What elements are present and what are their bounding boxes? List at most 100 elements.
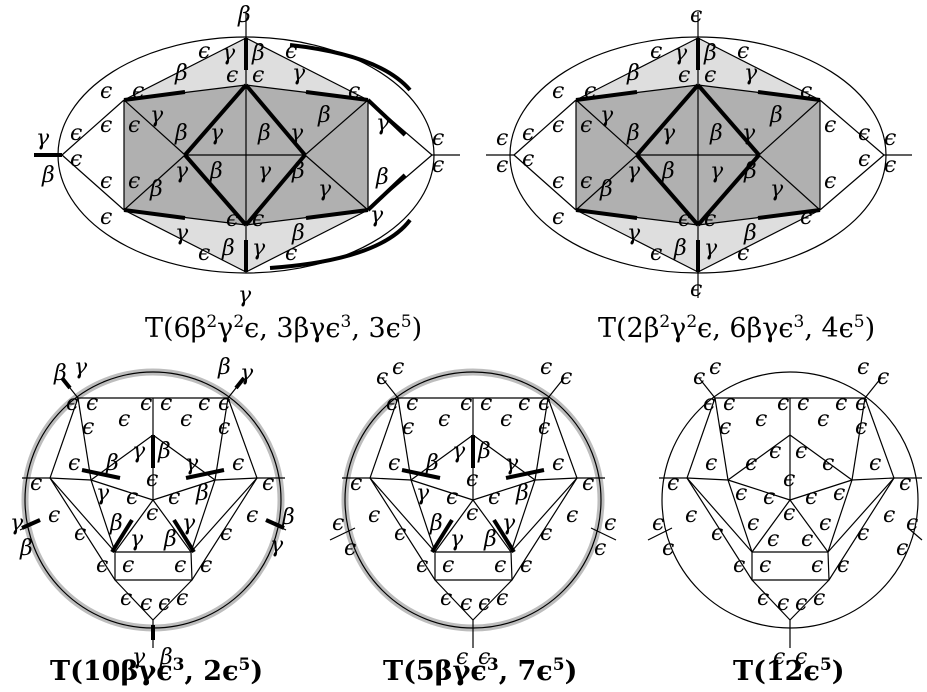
svg-text:ϵ: ϵ [704, 63, 716, 88]
svg-text:ϵ: ϵ [480, 391, 492, 416]
svg-text:ϵ: ϵ [128, 169, 140, 194]
caption-bottom-left: T(10βγϵ3, 2ϵ5) [50, 655, 263, 687]
svg-text:β: β [105, 451, 119, 476]
svg-text:ϵ: ϵ [478, 591, 490, 616]
thick-edges [34, 38, 412, 272]
svg-text:ϵ: ϵ [198, 241, 210, 266]
svg-text:ϵ: ϵ [226, 207, 238, 232]
caption-top-right: T(2β2γ2ϵ, 6βγϵ3, 4ϵ5) [598, 312, 875, 344]
svg-text:ϵ: ϵ [580, 113, 592, 138]
svg-text:ϵ: ϵ [432, 126, 444, 151]
svg-text:ϵ: ϵ [723, 391, 735, 416]
svg-text:ϵ: ϵ [795, 439, 807, 464]
svg-text:ϵ: ϵ [824, 169, 836, 194]
svg-text:ϵ: ϵ [560, 365, 572, 390]
svg-text:β: β [157, 439, 171, 464]
svg-text:ϵ: ϵ [582, 471, 594, 496]
thick-edges [575, 38, 821, 272]
svg-text:ϵ: ϵ [128, 113, 140, 138]
svg-text:ϵ: ϵ [604, 511, 616, 536]
svg-text:ϵ: ϵ [783, 501, 795, 526]
svg-text:γ: γ [627, 159, 641, 184]
svg-text:ϵ: ϵ [703, 391, 715, 416]
svg-text:ϵ: ϵ [68, 451, 80, 476]
svg-text:ϵ: ϵ [82, 415, 94, 440]
svg-text:γ: γ [450, 527, 464, 552]
svg-text:ϵ: ϵ [552, 169, 564, 194]
tiling-bottom-left: β γ β γ γ β β γ γ β γ β β γ γ β β γ β γ … [10, 355, 295, 670]
svg-text:ϵ: ϵ [745, 451, 757, 476]
svg-text:ϵ: ϵ [737, 39, 749, 64]
svg-text:ϵ: ϵ [709, 355, 721, 380]
svg-text:ϵ: ϵ [500, 407, 512, 432]
caption-top-left: T(6β2γ2ϵ, 3βγϵ3, 3ϵ5) [145, 312, 422, 344]
svg-text:ϵ: ϵ [737, 241, 749, 266]
svg-text:ϵ: ϵ [442, 553, 454, 578]
thick-edges [401, 435, 545, 554]
svg-text:ϵ: ϵ [735, 481, 747, 506]
svg-text:ϵ: ϵ [394, 521, 406, 546]
svg-text:ϵ: ϵ [540, 521, 552, 546]
svg-text:β: β [237, 3, 251, 28]
svg-text:β: β [599, 177, 613, 202]
svg-text:γ: γ [370, 203, 384, 228]
svg-text:β: β [174, 121, 188, 146]
svg-text:β: β [515, 481, 529, 506]
svg-text:ϵ: ϵ [652, 511, 664, 536]
svg-text:β: β [709, 121, 723, 146]
svg-text:β: β [483, 527, 497, 552]
svg-text:ϵ: ϵ [899, 471, 911, 496]
svg-text:ϵ: ϵ [783, 467, 795, 492]
svg-text:β: β [291, 221, 305, 246]
svg-text:γ: γ [674, 41, 688, 66]
svg-text:γ: γ [270, 533, 284, 558]
svg-text:γ: γ [210, 121, 224, 146]
svg-text:ϵ: ϵ [200, 553, 212, 578]
svg-text:β: β [477, 439, 491, 464]
svg-text:β: β [53, 361, 67, 386]
svg-text:γ: γ [662, 121, 676, 146]
svg-text:ϵ: ϵ [252, 63, 264, 88]
tiling-top-right: ϵ ϵ γ β β γ β γ γ β γ β γ β γ β γ β γ β … [486, 3, 912, 302]
tiling-bottom-right: ϵ ϵ ϵ ϵ ϵ ϵ ϵ ϵ ϵ ϵ ϵ ϵ ϵ ϵ ϵ ϵ ϵ ϵ ϵ ϵ … [647, 355, 923, 670]
svg-text:ϵ: ϵ [100, 113, 112, 138]
svg-text:ϵ: ϵ [662, 536, 674, 561]
svg-text:γ: γ [175, 221, 189, 246]
svg-text:ϵ: ϵ [220, 521, 232, 546]
svg-text:γ: γ [130, 527, 144, 552]
edges [647, 377, 923, 648]
svg-text:γ: γ [704, 236, 718, 261]
svg-text:ϵ: ϵ [755, 407, 767, 432]
svg-text:γ: γ [770, 177, 784, 202]
svg-text:ϵ: ϵ [446, 485, 458, 510]
svg-text:ϵ: ϵ [757, 586, 769, 611]
svg-text:γ: γ [318, 177, 332, 202]
svg-text:ϵ: ϵ [132, 79, 144, 104]
svg-text:ϵ: ϵ [857, 521, 869, 546]
svg-text:ϵ: ϵ [488, 485, 500, 510]
svg-text:ϵ: ϵ [118, 407, 130, 432]
svg-text:ϵ: ϵ [759, 553, 771, 578]
svg-text:ϵ: ϵ [198, 39, 210, 64]
svg-text:ϵ: ϵ [667, 471, 679, 496]
svg-text:β: β [317, 103, 331, 128]
svg-text:β: β [149, 177, 163, 202]
svg-text:β: β [257, 121, 271, 146]
angle-labels: γ β β γ γ β β γ β γ ϵ ϵ ϵ ϵ ϵ ϵ ϵ ϵ ϵ ϵ … [332, 355, 616, 670]
svg-text:β: β [19, 536, 33, 561]
svg-text:γ: γ [132, 645, 146, 670]
svg-text:ϵ: ϵ [824, 113, 836, 138]
svg-text:ϵ: ϵ [552, 79, 564, 104]
svg-text:ϵ: ϵ [285, 39, 297, 64]
svg-text:ϵ: ϵ [811, 553, 823, 578]
svg-text:ϵ: ϵ [262, 471, 274, 496]
svg-text:ϵ: ϵ [70, 147, 82, 172]
svg-text:ϵ: ϵ [74, 521, 86, 546]
svg-text:γ: γ [258, 159, 272, 184]
svg-text:β: β [626, 121, 640, 146]
svg-text:γ: γ [452, 439, 466, 464]
svg-text:β: β [174, 61, 188, 86]
svg-text:ϵ: ϵ [160, 391, 172, 416]
svg-text:ϵ: ϵ [566, 503, 578, 528]
svg-text:γ: γ [132, 439, 146, 464]
